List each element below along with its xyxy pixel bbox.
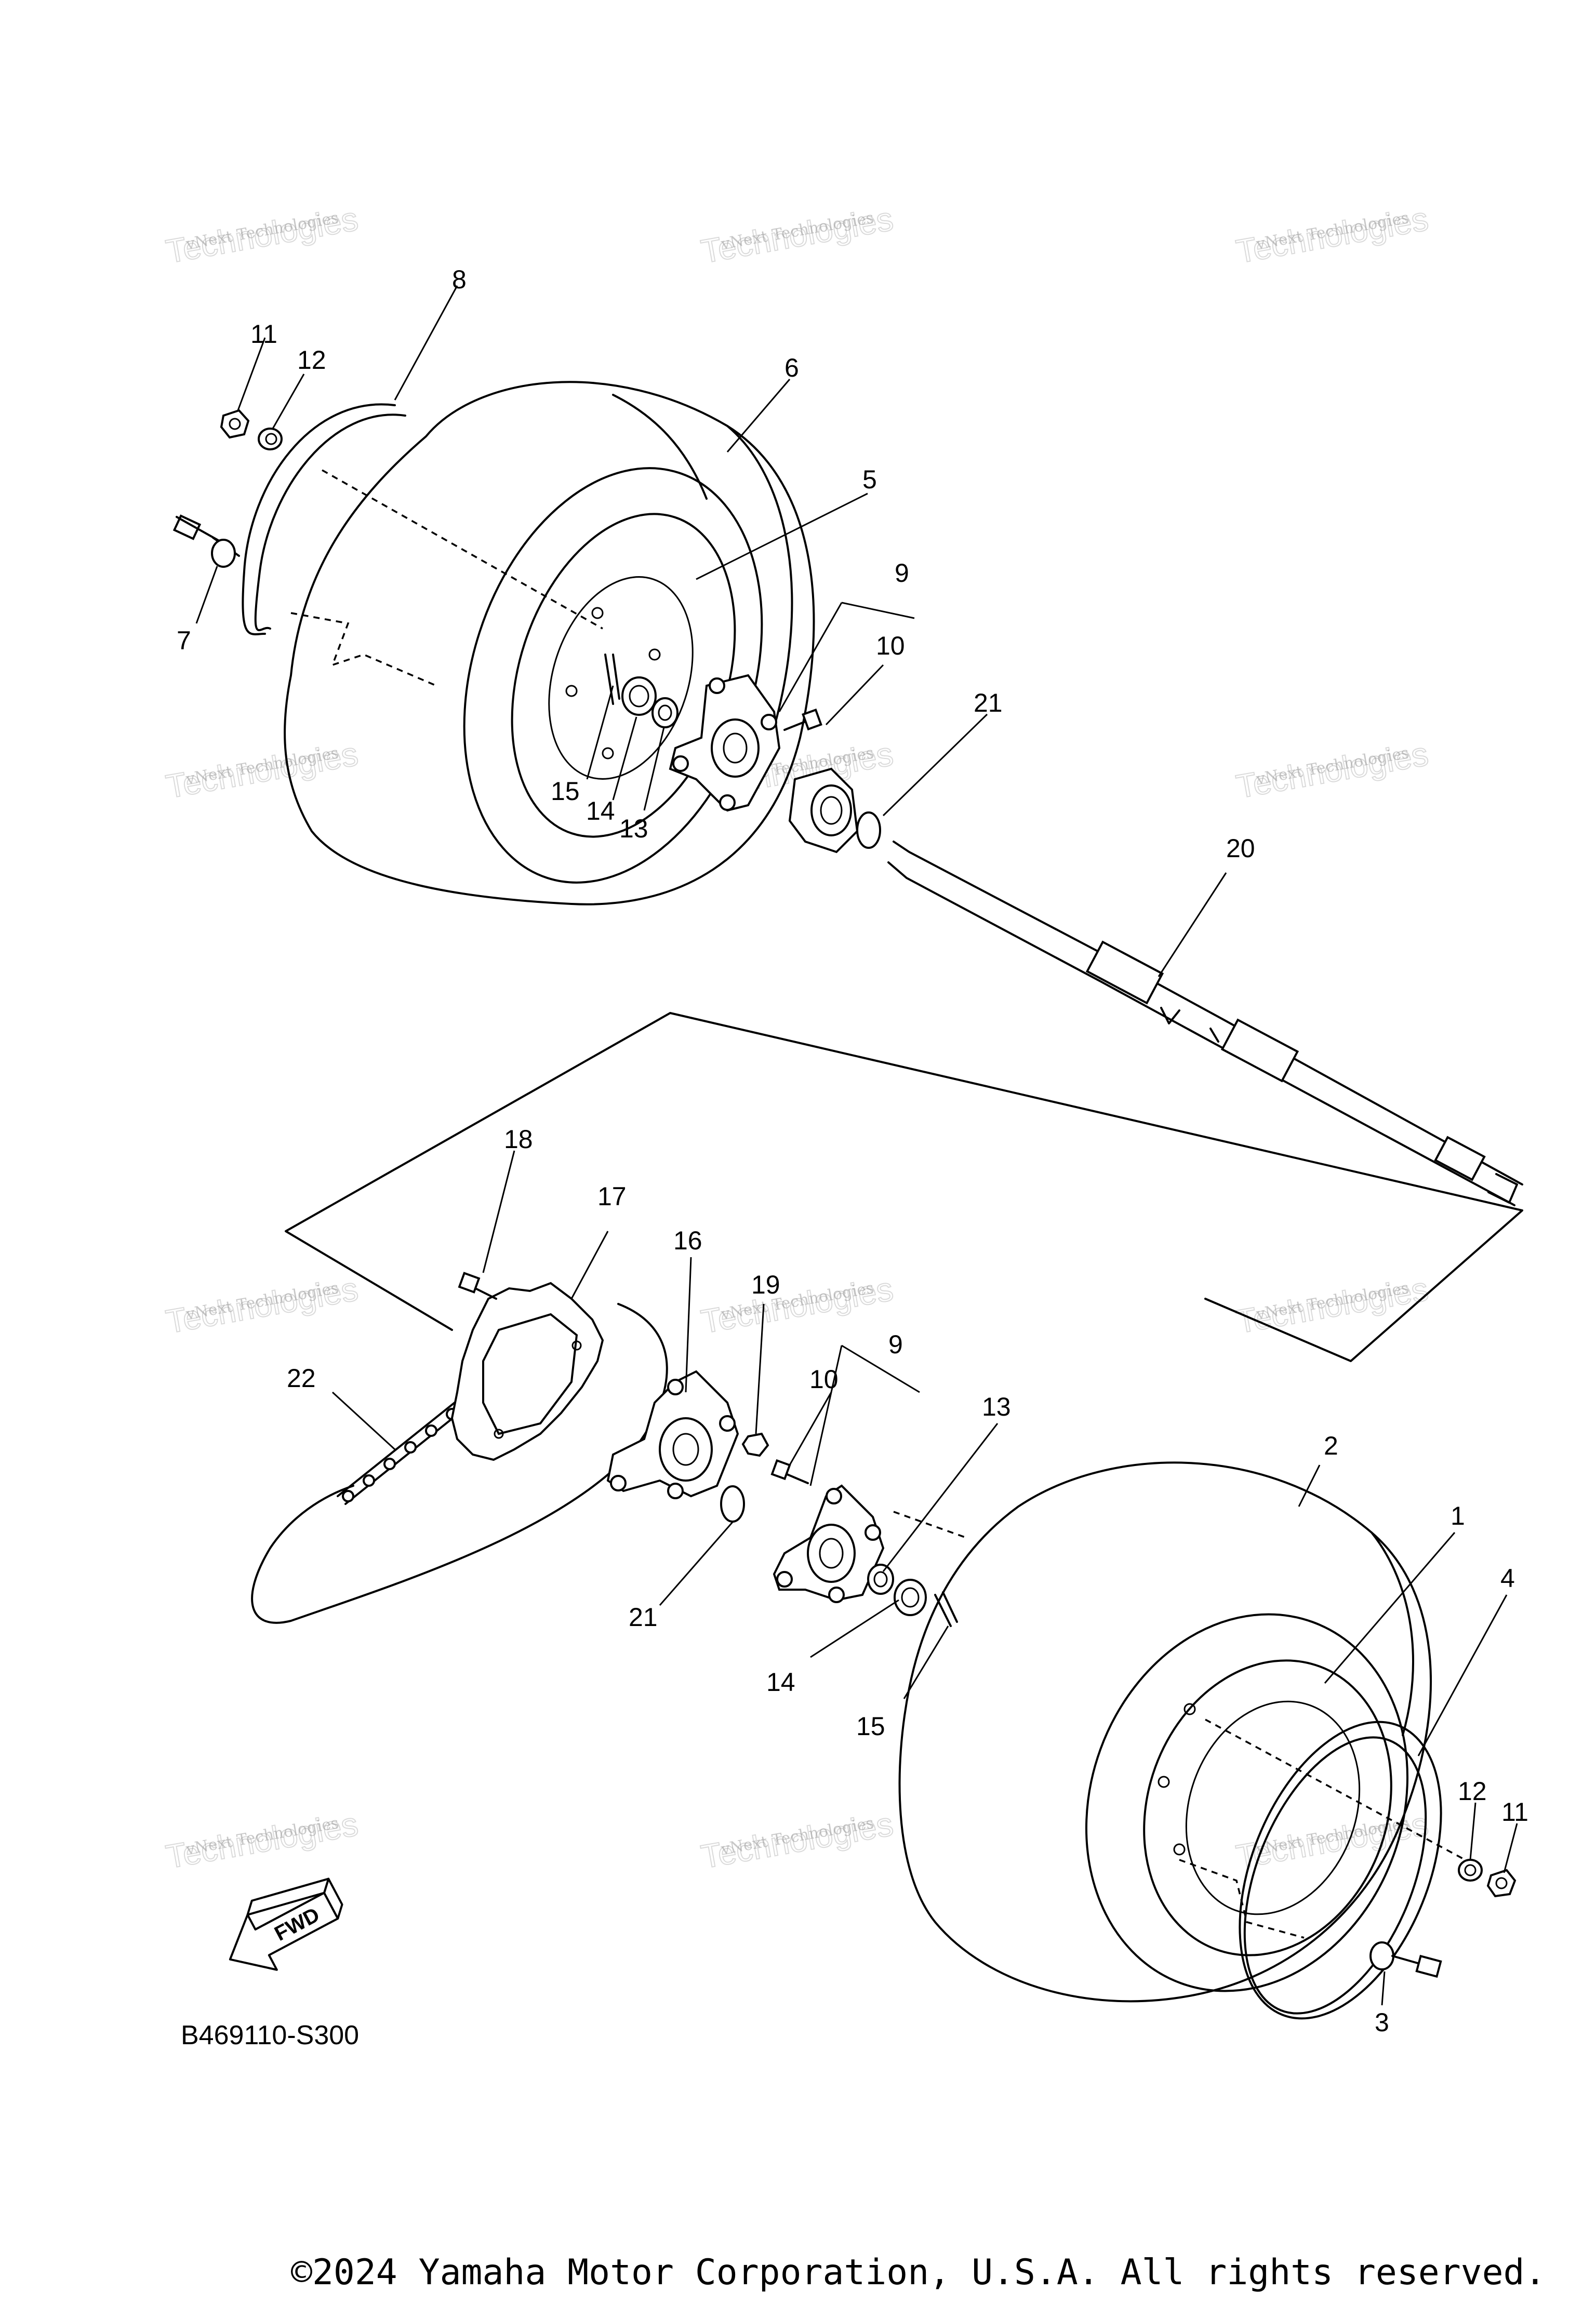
bottom-wheel-center-line (1205, 1718, 1466, 1861)
fwd-arrow-icon: FWD (229, 1877, 343, 1971)
nut-11-bottom (1486, 1869, 1517, 1898)
hub-9-top (669, 674, 781, 812)
callout-11: 11 (250, 319, 277, 349)
callout-15: 15 (551, 777, 580, 806)
cotter-pin-15-bottom (934, 1591, 958, 1627)
callout-15-bottom: 15 (856, 1712, 885, 1741)
chain-loop (251, 1303, 668, 1624)
washer-12-bottom (1458, 1859, 1483, 1882)
callout-5: 5 (862, 465, 877, 494)
leader-lines (195, 285, 1518, 2006)
watermark: Technologies vNext Technologies (163, 1805, 361, 1876)
callout-2: 2 (1324, 1431, 1338, 1460)
callout-13-bottom: 13 (982, 1392, 1011, 1421)
watermark: Technologies vNext Technologies (1233, 735, 1431, 806)
axle-shaft-20 (887, 841, 1523, 1206)
diagram-code: B469110-S300 (181, 2020, 359, 2050)
callout-13: 13 (619, 814, 648, 843)
bottom-center-line (893, 1511, 967, 1539)
callout-19: 19 (751, 1270, 780, 1299)
callout-6: 6 (784, 353, 799, 382)
callout-10: 10 (876, 631, 905, 660)
callout-9: 9 (895, 558, 909, 588)
callout-22: 22 (287, 1364, 316, 1393)
callout-1: 1 (1451, 1501, 1465, 1530)
washer-13-bottom (867, 1564, 894, 1595)
bottom-rear-tire (898, 1461, 1432, 2003)
watermark: Technologies vNext Technologies (163, 199, 361, 271)
nut-11-top (220, 409, 250, 439)
callout-21-bottom: 21 (629, 1603, 658, 1632)
washer-13-top (651, 697, 679, 728)
castle-nut-14-top (621, 676, 657, 716)
o-ring-21-bottom (720, 1485, 745, 1523)
rim-bead-ring-4 (1239, 1721, 1442, 2020)
callout-7: 7 (177, 626, 191, 655)
callout-12-bottom: 12 (1458, 1777, 1487, 1806)
hub-16 (606, 1370, 739, 1499)
callout-14: 14 (586, 796, 615, 825)
top-center-line (322, 469, 603, 630)
callout-3: 3 (1375, 2008, 1389, 2037)
copyright-notice: ©2024 Yamaha Motor Corporation, U.S.A. A… (291, 2252, 1546, 2293)
watermark: Technologies vNext Technologies (1233, 199, 1431, 271)
watermark: Technologies vNext Technologies (1233, 1270, 1431, 1341)
bolt-10-top (783, 708, 822, 731)
callout-18: 18 (504, 1125, 533, 1154)
callout-16: 16 (673, 1226, 702, 1255)
sprocket-group-outline (285, 1012, 1523, 1362)
valve-stem-top (172, 514, 240, 568)
rim-bead-ring-top (242, 403, 406, 635)
watermark: Technologies vNext Technologies (698, 1270, 896, 1341)
washer-12-top (258, 428, 283, 450)
watermark: Technologies vNext Technologies (163, 1270, 361, 1341)
callout-9-bottom: 9 (888, 1330, 903, 1359)
castle-nut-14-bottom (894, 1579, 927, 1616)
watermark: Technologies vNext Technologies (1233, 1805, 1431, 1876)
callout-4: 4 (1500, 1564, 1515, 1593)
callout-12: 12 (297, 345, 326, 375)
callout-17: 17 (597, 1182, 627, 1211)
callout-8: 8 (452, 265, 467, 294)
valve-stem-bottom (1369, 1941, 1442, 1978)
watermark: Technologies vNext Technologies (698, 199, 896, 271)
watermark: Technologies vNext Technologies (163, 735, 361, 806)
hub-9-bottom (773, 1484, 885, 1603)
top-rear-tire (284, 381, 815, 905)
top-valve-line (290, 612, 437, 687)
callout-21: 21 (974, 688, 1003, 717)
callout-labels: 11 12 8 6 5 7 9 10 21 15 14 13 20 18 17 … (177, 265, 1528, 2037)
watermark: Technologies vNext Technologies (698, 1805, 896, 1876)
callout-20: 20 (1226, 834, 1255, 863)
callout-10-bottom: 10 (809, 1365, 839, 1394)
o-ring-21-top (856, 811, 881, 849)
sprocket-17 (450, 1282, 604, 1461)
cotter-pin-15-top (604, 654, 620, 705)
bearing-housing-top (788, 767, 859, 854)
nut-19 (741, 1432, 769, 1457)
bottom-valve-line (1179, 1859, 1305, 1939)
bolt-10-bottom (770, 1459, 809, 1484)
bolt-18 (458, 1272, 497, 1300)
callout-14-bottom: 14 (766, 1668, 795, 1697)
callout-11-bottom: 11 (1501, 1797, 1528, 1827)
